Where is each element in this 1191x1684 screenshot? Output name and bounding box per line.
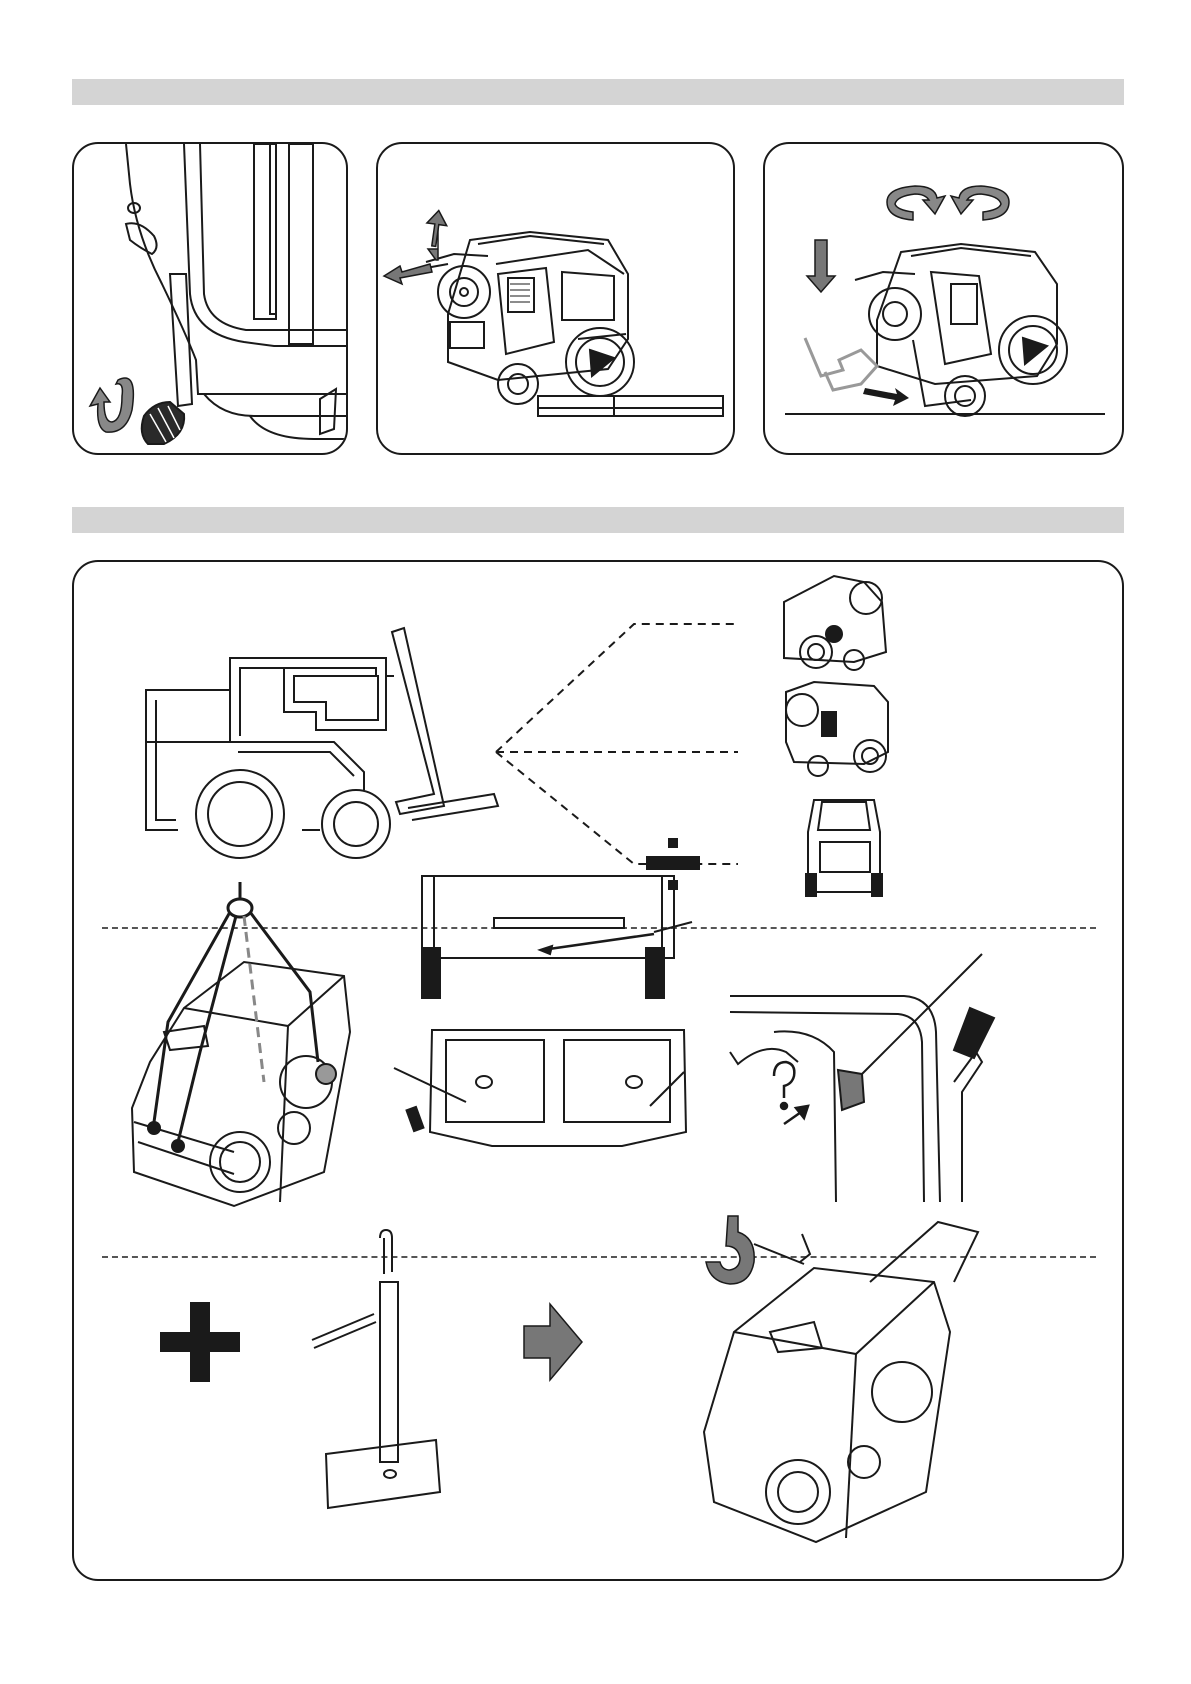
tilt-position-outline	[805, 338, 877, 390]
section-header-band-2	[72, 507, 1124, 533]
panel-transport-lifting	[72, 560, 1124, 1581]
section-header-band-1	[72, 79, 1124, 105]
machine-on-pallet-illustration	[378, 144, 735, 455]
machine-side-view-1	[784, 576, 886, 670]
machine-front-view	[806, 800, 882, 896]
lifting-kit-parts	[312, 1230, 440, 1508]
front-wheel	[566, 328, 634, 396]
front-wheel	[999, 316, 1067, 384]
right-arrow-icon	[524, 1304, 582, 1380]
lift-arrow-icon	[384, 209, 449, 284]
machine-bottom-view	[422, 876, 692, 998]
panel-lower-to-ground	[763, 142, 1124, 455]
pallet	[538, 396, 723, 416]
rotate-arrow-icon	[887, 186, 1009, 220]
sling-ropes	[154, 882, 318, 1142]
panel-lift-from-pallet	[376, 142, 735, 455]
down-arrow-icon	[807, 240, 835, 292]
insert-arrow	[863, 388, 909, 406]
handle-detail	[730, 954, 994, 1202]
plus-icon	[160, 1302, 240, 1382]
machine-underside-view	[394, 1030, 686, 1146]
curved-arrow-icon	[90, 378, 133, 432]
transport-lifting-illustration	[74, 562, 1122, 1579]
handle-fold-illustration	[74, 144, 348, 455]
machine-side-view-2	[786, 682, 888, 776]
forklift-outline	[146, 628, 498, 858]
panel-fold-handle	[72, 142, 348, 455]
grille	[510, 284, 530, 302]
machine-with-slings	[132, 962, 350, 1206]
rear-wheel	[498, 364, 538, 404]
hook-hint-icon	[774, 1062, 808, 1124]
forklift-side-lines	[496, 624, 738, 864]
machine-tilt-illustration	[765, 144, 1124, 455]
sling-ropes-hidden	[244, 916, 264, 1082]
crane-hook-icon	[706, 1216, 754, 1284]
